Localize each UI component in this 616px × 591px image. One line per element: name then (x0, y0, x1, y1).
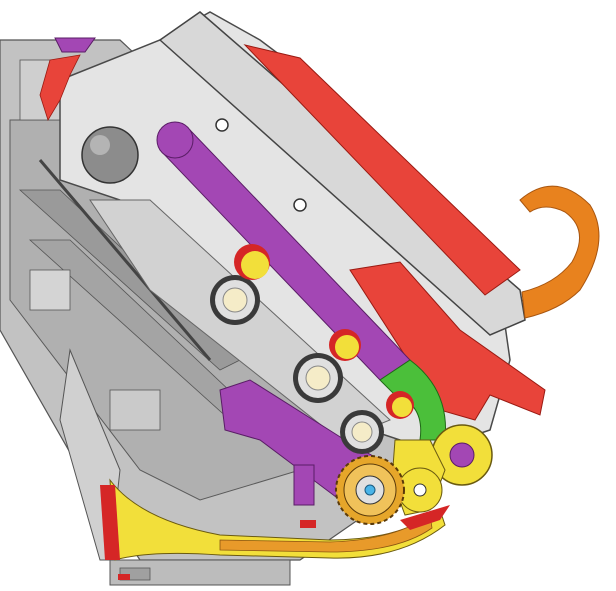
paper-path-orange (219, 514, 433, 553)
pressure-roller-3 (386, 391, 414, 419)
red-cover-strip (243, 44, 521, 296)
base-red-part-2 (118, 574, 130, 580)
roller-2 (293, 353, 343, 403)
screw-1 (215, 118, 229, 132)
base-red-part (300, 520, 316, 528)
chassis-rail (38, 159, 212, 361)
orange-handle (519, 185, 600, 319)
purple-rod-end (156, 121, 194, 159)
paper-path-red-edge (100, 485, 120, 560)
roller-1 (210, 275, 260, 325)
paper-path (100, 478, 450, 561)
red-lower-bracket (349, 261, 546, 421)
red-left-clip (39, 54, 81, 121)
drive-gear (335, 455, 405, 525)
chassis-block-3 (109, 389, 161, 431)
yellow-feed-parts (391, 439, 446, 516)
pressure-roller-1 (234, 244, 270, 280)
roller-set (210, 244, 493, 486)
screw-2 (293, 198, 307, 212)
gear-axle (364, 484, 376, 496)
output-roller (431, 424, 493, 486)
feed-wheel-hub (413, 483, 427, 497)
pressure-roller-2 (329, 329, 361, 361)
top-gray-bar (158, 11, 526, 336)
roller-3 (340, 410, 384, 454)
red-cover (39, 44, 546, 421)
purple-rod (54, 37, 411, 381)
purple-top-tab (54, 37, 96, 53)
pivot-hole (81, 126, 139, 184)
pivot-hole-shine (90, 135, 110, 155)
paper-tip-red (400, 505, 450, 530)
lever-arm (293, 464, 315, 506)
chassis-block-2 (29, 269, 71, 311)
